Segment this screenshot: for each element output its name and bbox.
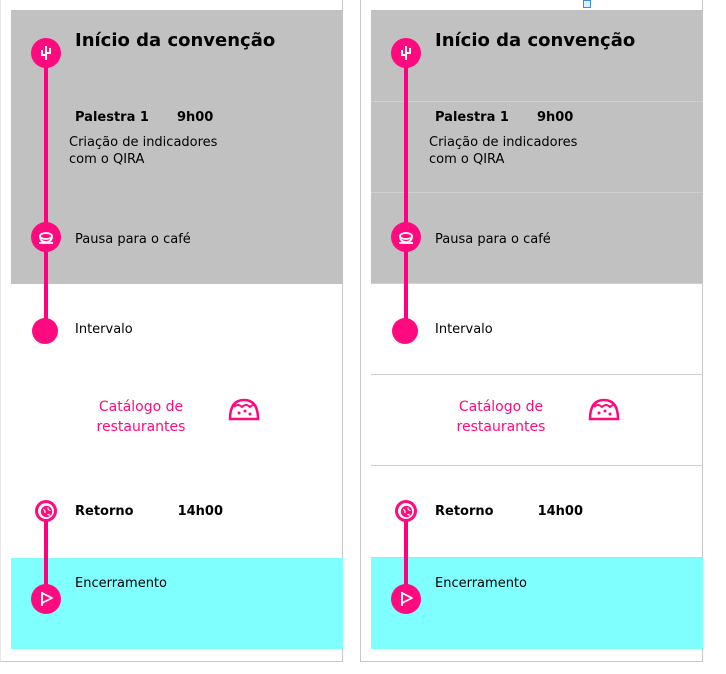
row-divider	[371, 101, 703, 102]
interval-dot	[32, 318, 58, 344]
interval-label: Intervalo	[75, 322, 133, 337]
talk-description: Criação de indicadores com o QIRA	[69, 134, 269, 168]
break-label: Pausa para o café	[75, 232, 191, 247]
timeline-line-bottom	[44, 512, 48, 600]
morning-section	[371, 10, 703, 284]
row-divider	[371, 557, 703, 558]
timeline-line	[404, 45, 408, 331]
closing-label: Encerramento	[435, 576, 527, 591]
taco-icon[interactable]	[587, 395, 621, 423]
catalog-link-line: restaurantes	[456, 419, 546, 435]
talk-description-line: Criação de indicadores	[429, 135, 578, 150]
return-time: 14h00	[537, 504, 584, 519]
event-title: Início da convenção	[435, 30, 636, 51]
cactus-icon	[31, 38, 61, 68]
closing-section	[11, 558, 343, 649]
talk-header: Palestra 1 9h00	[435, 110, 573, 125]
morning-section	[11, 10, 343, 284]
restaurant-catalog-link[interactable]: Catálogo de restaurantes	[85, 397, 197, 437]
talk-description-line: com o QIRA	[429, 152, 505, 167]
cactus-icon	[391, 38, 421, 68]
catalog-link-line: Catálogo de	[458, 399, 544, 415]
timeline-line-bottom	[404, 512, 408, 600]
talk-description-line: com o QIRA	[69, 152, 145, 167]
globe-icon	[35, 500, 57, 522]
return-time: 14h00	[177, 504, 224, 519]
row-divider	[371, 374, 703, 375]
row-divider	[371, 192, 703, 193]
return-label: Retorno	[75, 504, 134, 519]
event-title: Início da convenção	[75, 30, 276, 51]
globe-icon	[395, 500, 417, 522]
talk-description: Criação de indicadores com o QIRA	[429, 134, 629, 168]
catalog-link-line: restaurantes	[96, 419, 186, 435]
talk-time: 9h00	[176, 110, 214, 125]
row-divider	[371, 465, 703, 466]
talk-time: 9h00	[536, 110, 574, 125]
timeline-line	[44, 45, 48, 331]
talk-header: Palestra 1 9h00	[75, 110, 213, 125]
interval-label: Intervalo	[435, 322, 493, 337]
closing-section	[371, 558, 703, 649]
closing-label: Encerramento	[75, 576, 167, 591]
break-label: Pausa para o café	[435, 232, 551, 247]
return-row: Retorno 14h00	[75, 504, 223, 519]
flag-icon	[31, 584, 61, 614]
agenda-panel-right: Início da convenção Palestra 1 9h00 Criaç…	[360, 0, 703, 662]
interval-dot	[392, 318, 418, 344]
agenda-panel-left: Início da convenção Palestra 1 9h00 Criaç…	[0, 0, 343, 662]
talk-name: Palestra 1	[435, 110, 509, 125]
coffee-cup-icon	[391, 222, 421, 252]
return-label: Retorno	[435, 504, 494, 519]
return-row: Retorno 14h00	[435, 504, 583, 519]
catalog-link-line: Catálogo de	[98, 399, 184, 415]
row-divider	[371, 283, 703, 284]
selection-handle[interactable]	[583, 0, 591, 8]
taco-icon[interactable]	[227, 395, 261, 423]
coffee-cup-icon	[31, 222, 61, 252]
flag-icon	[391, 584, 421, 614]
restaurant-catalog-link[interactable]: Catálogo de restaurantes	[445, 397, 557, 437]
talk-name: Palestra 1	[75, 110, 149, 125]
talk-description-line: Criação de indicadores	[69, 135, 218, 150]
